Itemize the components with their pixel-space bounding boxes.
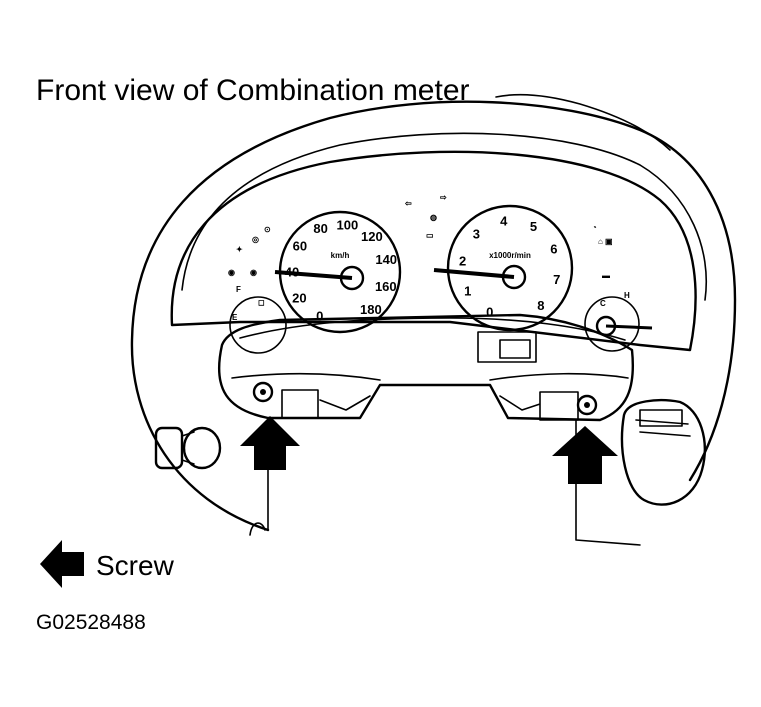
air-vent: [620, 399, 706, 506]
legend-label: Screw: [96, 550, 175, 581]
meter-lower-housing: [217, 313, 634, 422]
fuel-full-label: F: [236, 285, 241, 294]
temp-cold-label: C: [600, 299, 606, 308]
figure-code: G02528488: [36, 611, 146, 634]
svg-text:✦: ✦: [236, 245, 243, 254]
center-indicators: ⇦ ⇨ ◍ ▭: [404, 193, 447, 240]
temp-hot-label: H: [624, 291, 630, 300]
housing-connector: [477, 331, 537, 363]
tachometer: 01 23 4 56 78 x1000r/min: [433, 204, 574, 332]
speedometer-tick-120: 120: [361, 229, 383, 244]
speedometer-unit: km/h: [331, 251, 350, 260]
tachometer-tick-3: 3: [473, 227, 480, 242]
warning-lamps-left: ✦ ◎ ⊙ ◉ ◉: [228, 225, 271, 277]
left-screw: [252, 381, 274, 403]
right-bracket: [499, 391, 579, 421]
fuel-gauge: E F ◻: [229, 285, 287, 354]
tachometer-tick-0: 0: [486, 305, 493, 320]
turn-right-icon: ⇨: [440, 193, 447, 202]
tachometer-tick-1: 1: [464, 284, 471, 299]
lower-housing-rib: [231, 372, 629, 381]
svg-text:▭: ▭: [426, 231, 434, 240]
tachometer-tick-4: 4: [500, 213, 508, 228]
tachometer-tick-2: 2: [459, 254, 466, 269]
tachometer-needle: [433, 268, 515, 279]
lower-housing-top-strip: [239, 317, 626, 341]
svg-text:▬: ▬: [602, 271, 610, 280]
tachometer-tick-8: 8: [537, 298, 544, 313]
warning-lamps-right: ◔ ⌂ ▣ ▬: [592, 223, 613, 280]
speedometer-tick-100: 100: [337, 218, 359, 233]
tachometer-unit: x1000r/min: [489, 251, 531, 260]
svg-text:◻: ◻: [258, 298, 265, 307]
speedometer-tick-180: 180: [360, 302, 382, 317]
speedometer: 020406080100120140160180 km/h: [274, 210, 402, 334]
fuel-empty-label: E: [232, 313, 238, 322]
screw-arrow-icon: [40, 540, 84, 588]
meter-hood: [170, 150, 697, 352]
left-screw-arrow-icon: [240, 416, 300, 470]
right-screw-arrow-icon: [552, 426, 618, 484]
speedometer-tick-140: 140: [375, 252, 397, 267]
svg-text:◉: ◉: [250, 268, 257, 277]
diagram-title: Front view of Combination meter: [36, 74, 470, 107]
svg-text:⊙: ⊙: [264, 225, 271, 234]
speedometer-tick-20: 20: [292, 291, 306, 306]
svg-text:⌂ ▣: ⌂ ▣: [598, 237, 613, 246]
speedometer-needle: [274, 270, 353, 280]
left-bracket: [281, 389, 371, 419]
speedometer-tick-160: 160: [375, 279, 397, 294]
tachometer-tick-5: 5: [530, 219, 537, 234]
ignition-switch-icon: [154, 426, 222, 470]
svg-text:◎: ◎: [252, 235, 259, 244]
speedometer-tick-0: 0: [316, 309, 323, 324]
speedometer-tick-60: 60: [293, 239, 307, 254]
speedometer-hub: [339, 265, 365, 291]
legend: Screw: [40, 540, 175, 588]
svg-text:◔: ◔: [592, 223, 597, 232]
svg-text:◉: ◉: [228, 268, 235, 277]
turn-left-icon: ⇦: [404, 199, 412, 208]
tachometer-tick-6: 6: [550, 242, 557, 257]
speedometer-tick-80: 80: [313, 221, 327, 236]
dashboard-housing: [130, 100, 737, 532]
tachometer-tick-7: 7: [553, 272, 560, 287]
svg-text:◍: ◍: [430, 213, 437, 222]
right-screw: [576, 394, 598, 416]
dashboard-inner-edge: [181, 132, 707, 301]
tachometer-hub: [501, 264, 527, 290]
